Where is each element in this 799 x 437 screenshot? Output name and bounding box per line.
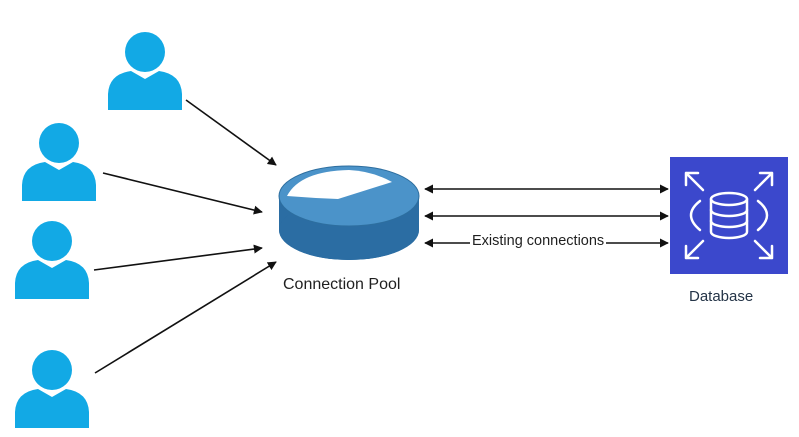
request-arrow (94, 261, 277, 374)
user-icon (108, 32, 182, 110)
connection-pool-label: Connection Pool (283, 276, 401, 293)
database-label: Database (689, 288, 754, 305)
database-icon (670, 157, 788, 274)
user-icon (15, 221, 89, 299)
connection-pool-icon (278, 165, 420, 260)
request-arrow (93, 244, 263, 271)
user-icon (15, 350, 89, 428)
user-icon (22, 123, 96, 201)
existing-connections-label: Existing connections (470, 233, 607, 249)
request-arrow (102, 172, 263, 215)
request-arrow (185, 99, 277, 166)
